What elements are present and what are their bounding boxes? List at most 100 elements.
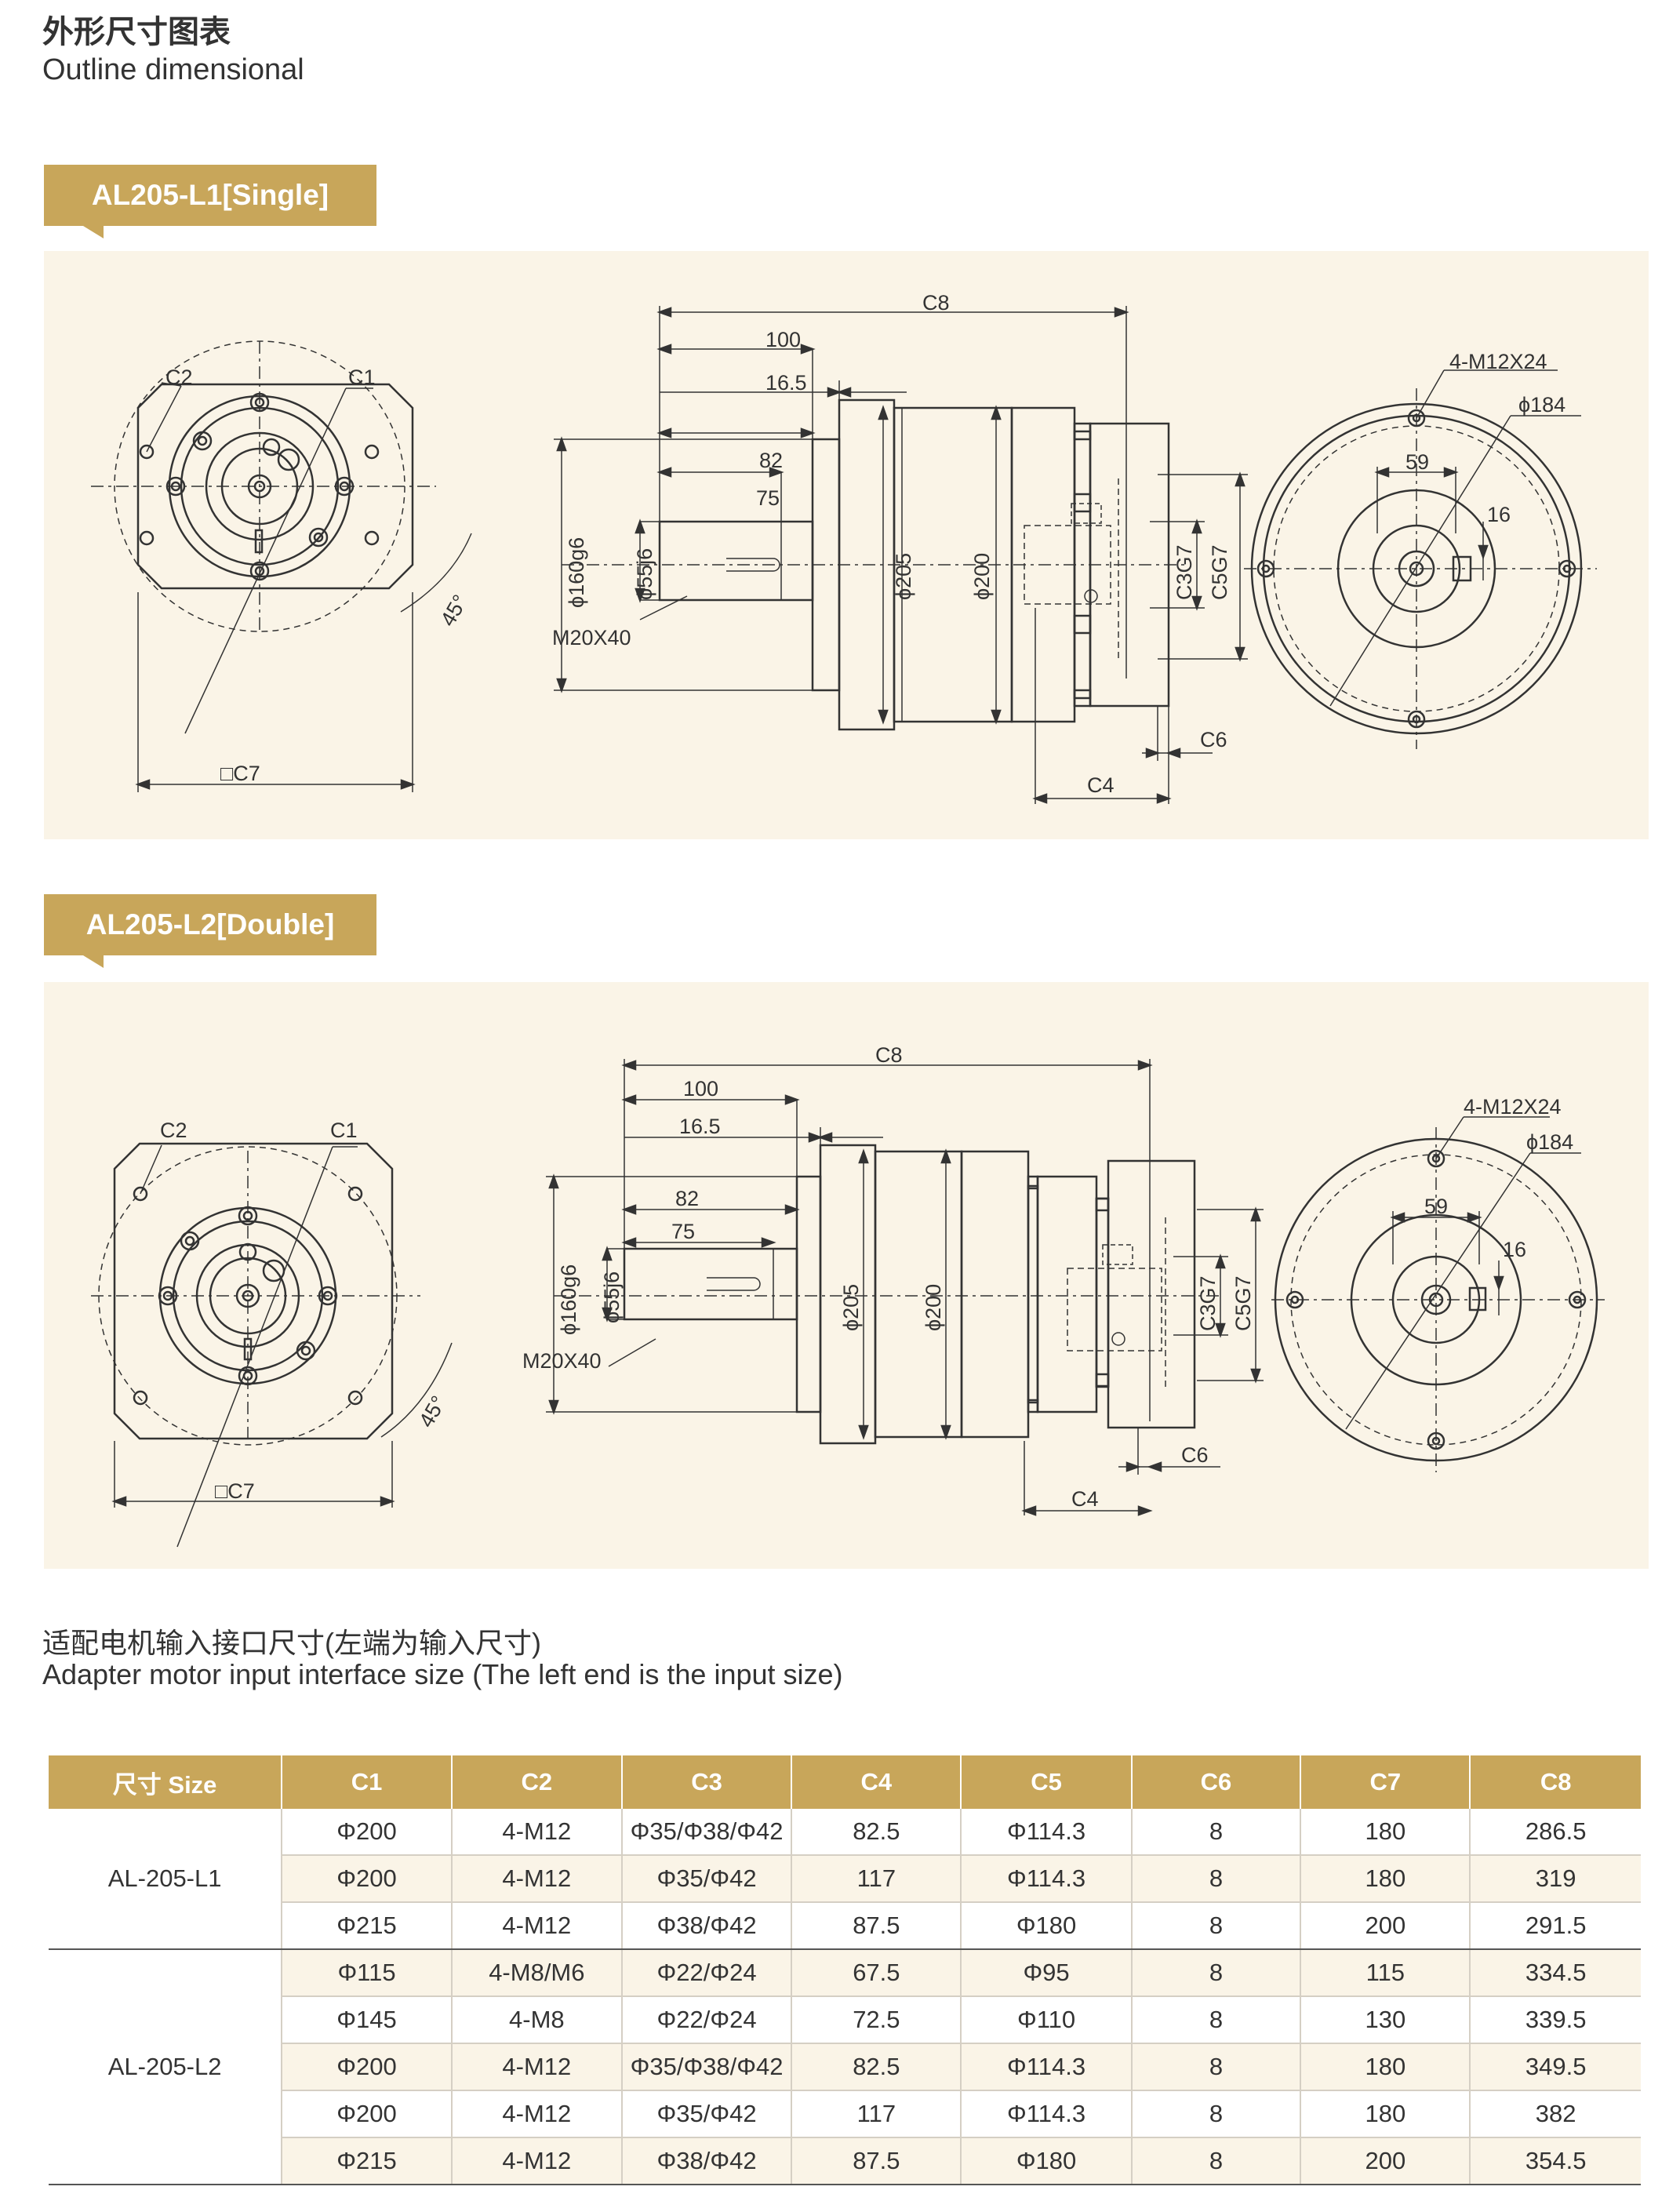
cell: 339.5: [1470, 1996, 1641, 2044]
cell: 4-M12: [451, 2090, 623, 2138]
cell: 117: [791, 1855, 962, 1903]
drawing-l1: C2 C1 45° □C7: [91, 291, 1597, 804]
label-c7: □C7: [215, 1479, 255, 1503]
front-view-l1: C2 C1 45° □C7: [91, 340, 472, 792]
cell: 67.5: [791, 1949, 962, 1997]
label-59: 59: [1424, 1195, 1448, 1218]
cell: 180: [1300, 1855, 1471, 1903]
label-phi160: ϕ160g6: [557, 1264, 580, 1335]
table-row: Φ215 4-M12 Φ38/Φ42 87.5 Φ180 8 200 291.5: [49, 1902, 1641, 1950]
label-c2: C2: [160, 1119, 187, 1142]
cell: Φ180: [961, 2137, 1133, 2185]
section-tag-l1: AL205-L1[Single]: [44, 165, 376, 238]
cell: 334.5: [1470, 1949, 1641, 1997]
cell: 117: [791, 2090, 962, 2138]
cell: 180: [1300, 2090, 1471, 2138]
label-angle: 45°: [414, 1392, 450, 1431]
label-phi160: ϕ160g6: [565, 537, 588, 608]
cell: Φ114.3: [961, 1855, 1133, 1903]
cell: 82.5: [791, 1809, 962, 1856]
label-c3: C3G7: [1196, 1275, 1220, 1331]
cell: 4-M12: [451, 1902, 623, 1950]
section-tag-l2: AL205-L2[Double]: [44, 894, 376, 968]
cell: 286.5: [1470, 1809, 1641, 1856]
label-m12: 4-M12X24: [1449, 350, 1547, 373]
label-59: 59: [1405, 450, 1429, 474]
header-c7: C7: [1300, 1755, 1471, 1809]
cell: 200: [1300, 2137, 1471, 2185]
table-row: Φ200 4-M12 Φ35/Φ38/Φ42 82.5 Φ114.3 8 180…: [49, 2043, 1641, 2091]
cell: Φ200: [282, 1809, 453, 1856]
label-16: 16: [1503, 1238, 1526, 1261]
label-phi55: ϕ55j6: [600, 1271, 624, 1323]
label-c1: C1: [330, 1119, 358, 1142]
cell: 8: [1131, 2090, 1302, 2138]
cell: 8: [1131, 2043, 1302, 2091]
cell: Φ200: [282, 1855, 453, 1903]
label-phi205: ϕ205: [839, 1284, 863, 1331]
cell: 4-M12: [451, 1855, 623, 1903]
side-view-l2: C8 100 16.5 82 75 ϕ160g6 ϕ55j6 M20X40 ϕ2…: [522, 1043, 1264, 1516]
header-c8: C8: [1470, 1755, 1641, 1809]
label-c2: C2: [165, 366, 193, 389]
cell: Φ22/Φ24: [621, 1996, 793, 2044]
label-c6: C6: [1200, 728, 1227, 751]
table-header-row: 尺寸 Size C1 C2 C3 C4 C5 C6 C7 C8: [49, 1755, 1641, 1809]
label-100: 100: [765, 328, 801, 351]
table-row: Φ200 4-M12 Φ35/Φ42 117 Φ114.3 8 180 382: [49, 2090, 1641, 2138]
cell: 72.5: [791, 1996, 962, 2044]
label-phi55: ϕ55j6: [633, 548, 656, 600]
cell: 4-M8: [451, 1996, 623, 2044]
cell: 8: [1131, 1809, 1302, 1856]
label-82: 82: [759, 449, 783, 472]
header-c4: C4: [791, 1755, 962, 1809]
table-title-cn: 适配电机输入接口尺寸(左端为输入尺寸): [42, 1627, 541, 1659]
drawing-l2: C2 C1 45° □C7: [91, 1043, 1605, 1548]
cell: Φ95: [961, 1949, 1133, 1997]
cell: 8: [1131, 1949, 1302, 1997]
label-angle: 45°: [436, 591, 472, 630]
page-title-en: Outline dimensional: [42, 53, 304, 86]
cell: 82.5: [791, 2043, 962, 2091]
cell: Φ35/Φ38/Φ42: [621, 2043, 793, 2091]
label-m20: M20X40: [522, 1349, 602, 1373]
label-c8: C8: [875, 1043, 903, 1067]
side-view-l1: C8 100 16.5 82 75 ϕ160g6 ϕ55j6 M20X40 ϕ2…: [552, 291, 1248, 804]
cell: 8: [1131, 1855, 1302, 1903]
label-100: 100: [683, 1077, 718, 1100]
header-c5: C5: [961, 1755, 1133, 1809]
cell: Φ114.3: [961, 2090, 1133, 2138]
page-title-cn: 外形尺寸图表: [42, 15, 231, 49]
header-c3: C3: [621, 1755, 793, 1809]
cell: Φ38/Φ42: [621, 2137, 793, 2185]
cell: 319: [1470, 1855, 1641, 1903]
rear-view-l2: 4-M12X24 ϕ184 59 16: [1271, 1095, 1605, 1472]
label-82: 82: [675, 1187, 699, 1210]
cell: 354.5: [1470, 2137, 1641, 2185]
table-title-en: Adapter motor input interface size (The …: [42, 1658, 843, 1690]
label-phi200: ϕ200: [970, 553, 994, 600]
drawing-panel-l2: C2 C1 45° □C7: [44, 982, 1649, 1569]
front-view-l2: C2 C1 45° □C7: [91, 1119, 453, 1548]
cell: 4-M12: [451, 2137, 623, 2185]
cell: 200: [1300, 1902, 1471, 1950]
table-row: Φ145 4-M8 Φ22/Φ24 72.5 Φ110 8 130 339.5: [49, 1996, 1641, 2044]
cell: 8: [1131, 1996, 1302, 2044]
label-16: 16: [1487, 503, 1511, 526]
label-phi200: ϕ200: [922, 1284, 945, 1331]
model-cell: AL-205-L1: [49, 1809, 283, 1950]
cell: 180: [1300, 1809, 1471, 1856]
label-c4: C4: [1071, 1487, 1099, 1511]
cell: Φ180: [961, 1902, 1133, 1950]
cell: 4-M12: [451, 1809, 623, 1856]
cell: 4-M8/M6: [451, 1949, 623, 1997]
cell: Φ35/Φ38/Φ42: [621, 1809, 793, 1856]
cell: 291.5: [1470, 1902, 1641, 1950]
table-row: AL-205-L2 Φ115 4-M8/M6 Φ22/Φ24 67.5 Φ95 …: [49, 1949, 1641, 2185]
header-size: 尺寸 Size: [49, 1755, 283, 1809]
cell: Φ200: [282, 2043, 453, 2091]
cell: Φ145: [282, 1996, 453, 2044]
label-c5: C5G7: [1208, 544, 1231, 600]
label-c5: C5G7: [1231, 1275, 1255, 1331]
cell: Φ22/Φ24: [621, 1949, 793, 1997]
